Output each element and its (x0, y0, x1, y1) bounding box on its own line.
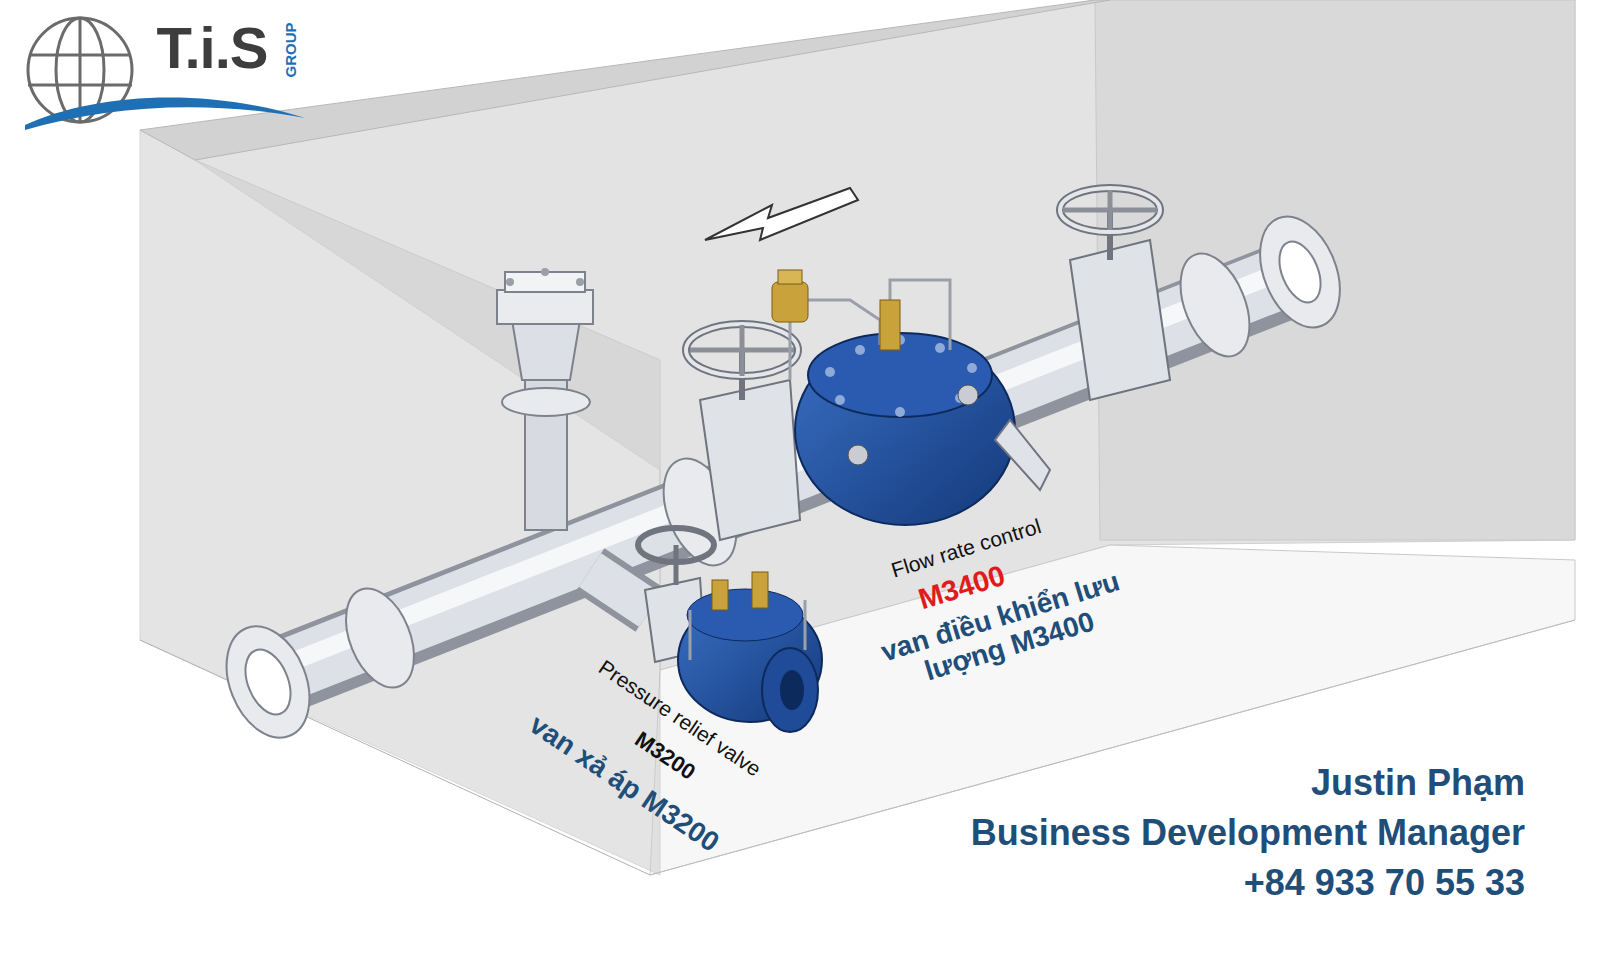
logo-group-text: GROUP (283, 22, 300, 77)
contact-name: Justin Phạm (1311, 763, 1525, 803)
contact-phone: +84 933 70 55 33 (1244, 863, 1525, 903)
contact-title: Business Development Manager (971, 813, 1525, 853)
logo-text: T.i.S (156, 16, 267, 80)
